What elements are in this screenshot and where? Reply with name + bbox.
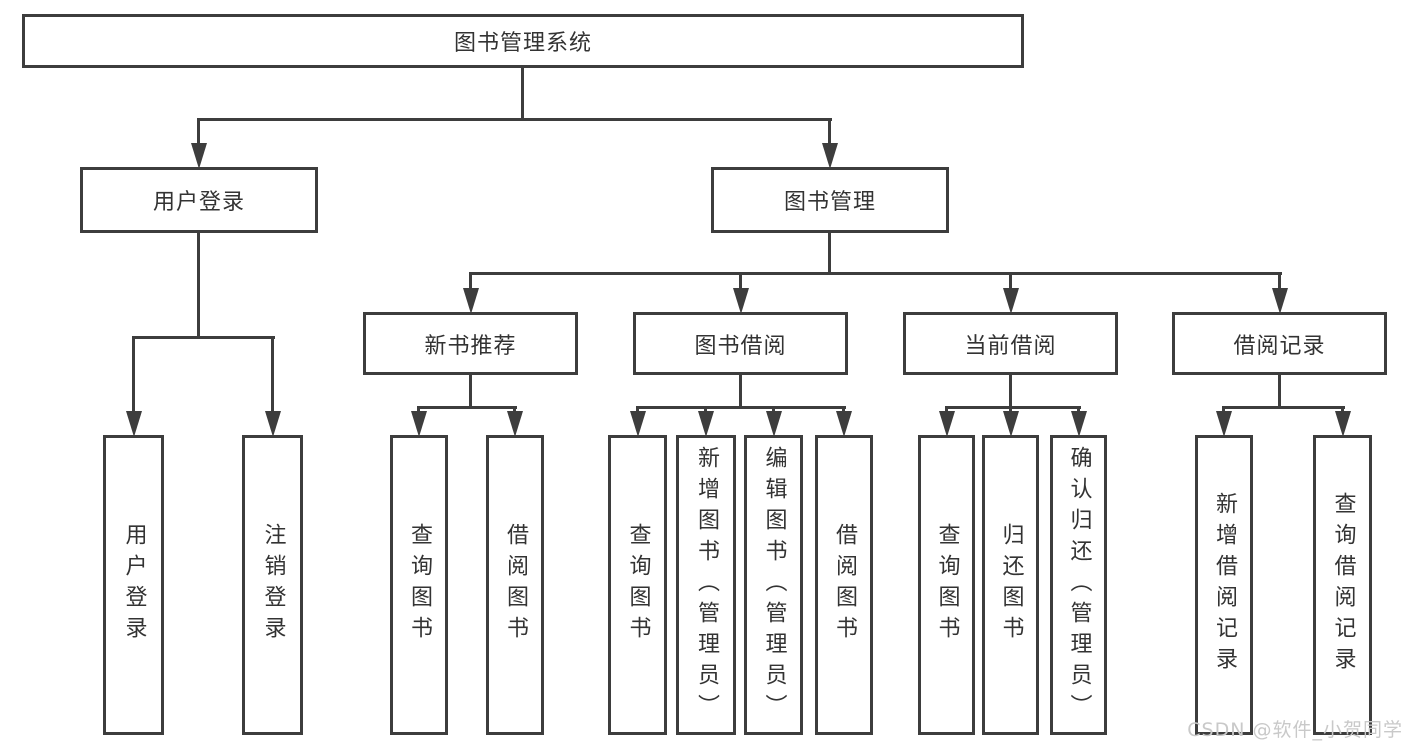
connector-line <box>739 272 742 294</box>
connector-line <box>1009 272 1012 294</box>
arrowhead-down-icon <box>126 411 142 437</box>
connector-line <box>469 272 1282 275</box>
node-label-borrow-add: 新增图书（管理员） <box>694 445 719 725</box>
node-borrow-query: 查询图书 <box>608 435 667 735</box>
arrowhead-down-icon <box>766 411 782 437</box>
node-current: 当前借阅 <box>903 312 1118 375</box>
node-login-logout: 注销登录 <box>242 435 303 735</box>
node-label-rec-query: 查询图书 <box>407 523 432 647</box>
arrowhead-down-icon <box>411 411 427 437</box>
arrowhead-down-icon <box>265 411 281 437</box>
connector-line <box>197 118 200 149</box>
node-borrow-lend: 借阅图书 <box>815 435 873 735</box>
node-rec-borrow: 借阅图书 <box>486 435 544 735</box>
arrowhead-down-icon <box>1335 411 1351 437</box>
node-label-records: 借阅记录 <box>1233 333 1326 359</box>
node-borrow: 图书借阅 <box>633 312 848 375</box>
connector-line <box>828 118 831 149</box>
node-label-borrow-edit: 编辑图书（管理员） <box>761 445 787 725</box>
node-label-rec-borrow: 借阅图书 <box>503 523 528 647</box>
connector-line <box>417 406 517 409</box>
node-borrow-edit: 编辑图书（管理员） <box>744 435 803 735</box>
node-current-query: 查询图书 <box>918 435 975 735</box>
node-rec-query: 查询图书 <box>390 435 448 735</box>
arrowhead-down-icon <box>939 411 955 437</box>
arrowhead-down-icon <box>822 143 838 169</box>
connector-line <box>636 406 846 409</box>
node-label-current: 当前借阅 <box>964 333 1057 359</box>
arrowhead-down-icon <box>463 288 479 314</box>
connector-line <box>1278 375 1281 409</box>
connector-line <box>271 336 274 417</box>
connector-line <box>132 336 135 417</box>
watermark: CSDN @软件_小贺同学 <box>1187 719 1403 741</box>
connector-line <box>469 272 472 294</box>
node-label-login: 用户登录 <box>152 190 245 215</box>
connector-line <box>1278 272 1281 294</box>
node-records-add: 新增借阅记录 <box>1195 435 1253 735</box>
node-rec: 新书推荐 <box>363 312 578 375</box>
connector-line <box>469 375 472 409</box>
arrowhead-down-icon <box>1003 411 1019 437</box>
node-label-current-query: 查询图书 <box>934 523 960 647</box>
node-records: 借阅记录 <box>1172 312 1387 375</box>
connector-line <box>197 118 832 121</box>
connector-line <box>828 233 831 275</box>
node-label-mgmt: 图书管理 <box>783 190 876 215</box>
node-label-rec: 新书推荐 <box>424 333 517 359</box>
arrowhead-down-icon <box>836 411 852 437</box>
connector-line <box>1222 406 1345 409</box>
node-root: 图书管理系统 <box>22 14 1024 68</box>
node-label-records-add: 新增借阅记录 <box>1212 492 1237 678</box>
arrowhead-down-icon <box>507 411 523 437</box>
connector-line <box>197 233 200 339</box>
node-label-login-logout: 注销登录 <box>260 523 286 647</box>
node-mgmt: 图书管理 <box>711 167 949 233</box>
node-login: 用户登录 <box>80 167 318 233</box>
arrowhead-down-icon <box>1216 411 1232 437</box>
node-current-confirm: 确认归还（管理员） <box>1050 435 1107 735</box>
arrowhead-down-icon <box>1272 288 1288 314</box>
node-label-root: 图书管理系统 <box>453 31 592 56</box>
connector-line <box>739 375 742 409</box>
node-login-user: 用户登录 <box>103 435 164 735</box>
connector-line <box>132 336 275 339</box>
node-label-borrow: 图书借阅 <box>694 333 787 359</box>
connector-line <box>1009 375 1012 409</box>
connector-line <box>945 406 1081 409</box>
node-label-login-user: 用户登录 <box>121 523 147 647</box>
arrowhead-down-icon <box>733 288 749 314</box>
node-borrow-add: 新增图书（管理员） <box>676 435 736 735</box>
node-label-current-confirm: 确认归还（管理员） <box>1066 445 1092 725</box>
node-label-borrow-lend: 借阅图书 <box>832 523 857 647</box>
node-label-records-query: 查询借阅记录 <box>1330 492 1356 678</box>
connector-line <box>521 68 524 121</box>
arrowhead-down-icon <box>698 411 714 437</box>
node-records-query: 查询借阅记录 <box>1313 435 1372 735</box>
arrowhead-down-icon <box>630 411 646 437</box>
node-label-borrow-query: 查询图书 <box>625 523 651 647</box>
node-label-current-return: 归还图书 <box>998 523 1024 647</box>
node-current-return: 归还图书 <box>982 435 1039 735</box>
arrowhead-down-icon <box>1071 411 1087 437</box>
arrowhead-down-icon <box>1003 288 1019 314</box>
arrowhead-down-icon <box>191 143 207 169</box>
